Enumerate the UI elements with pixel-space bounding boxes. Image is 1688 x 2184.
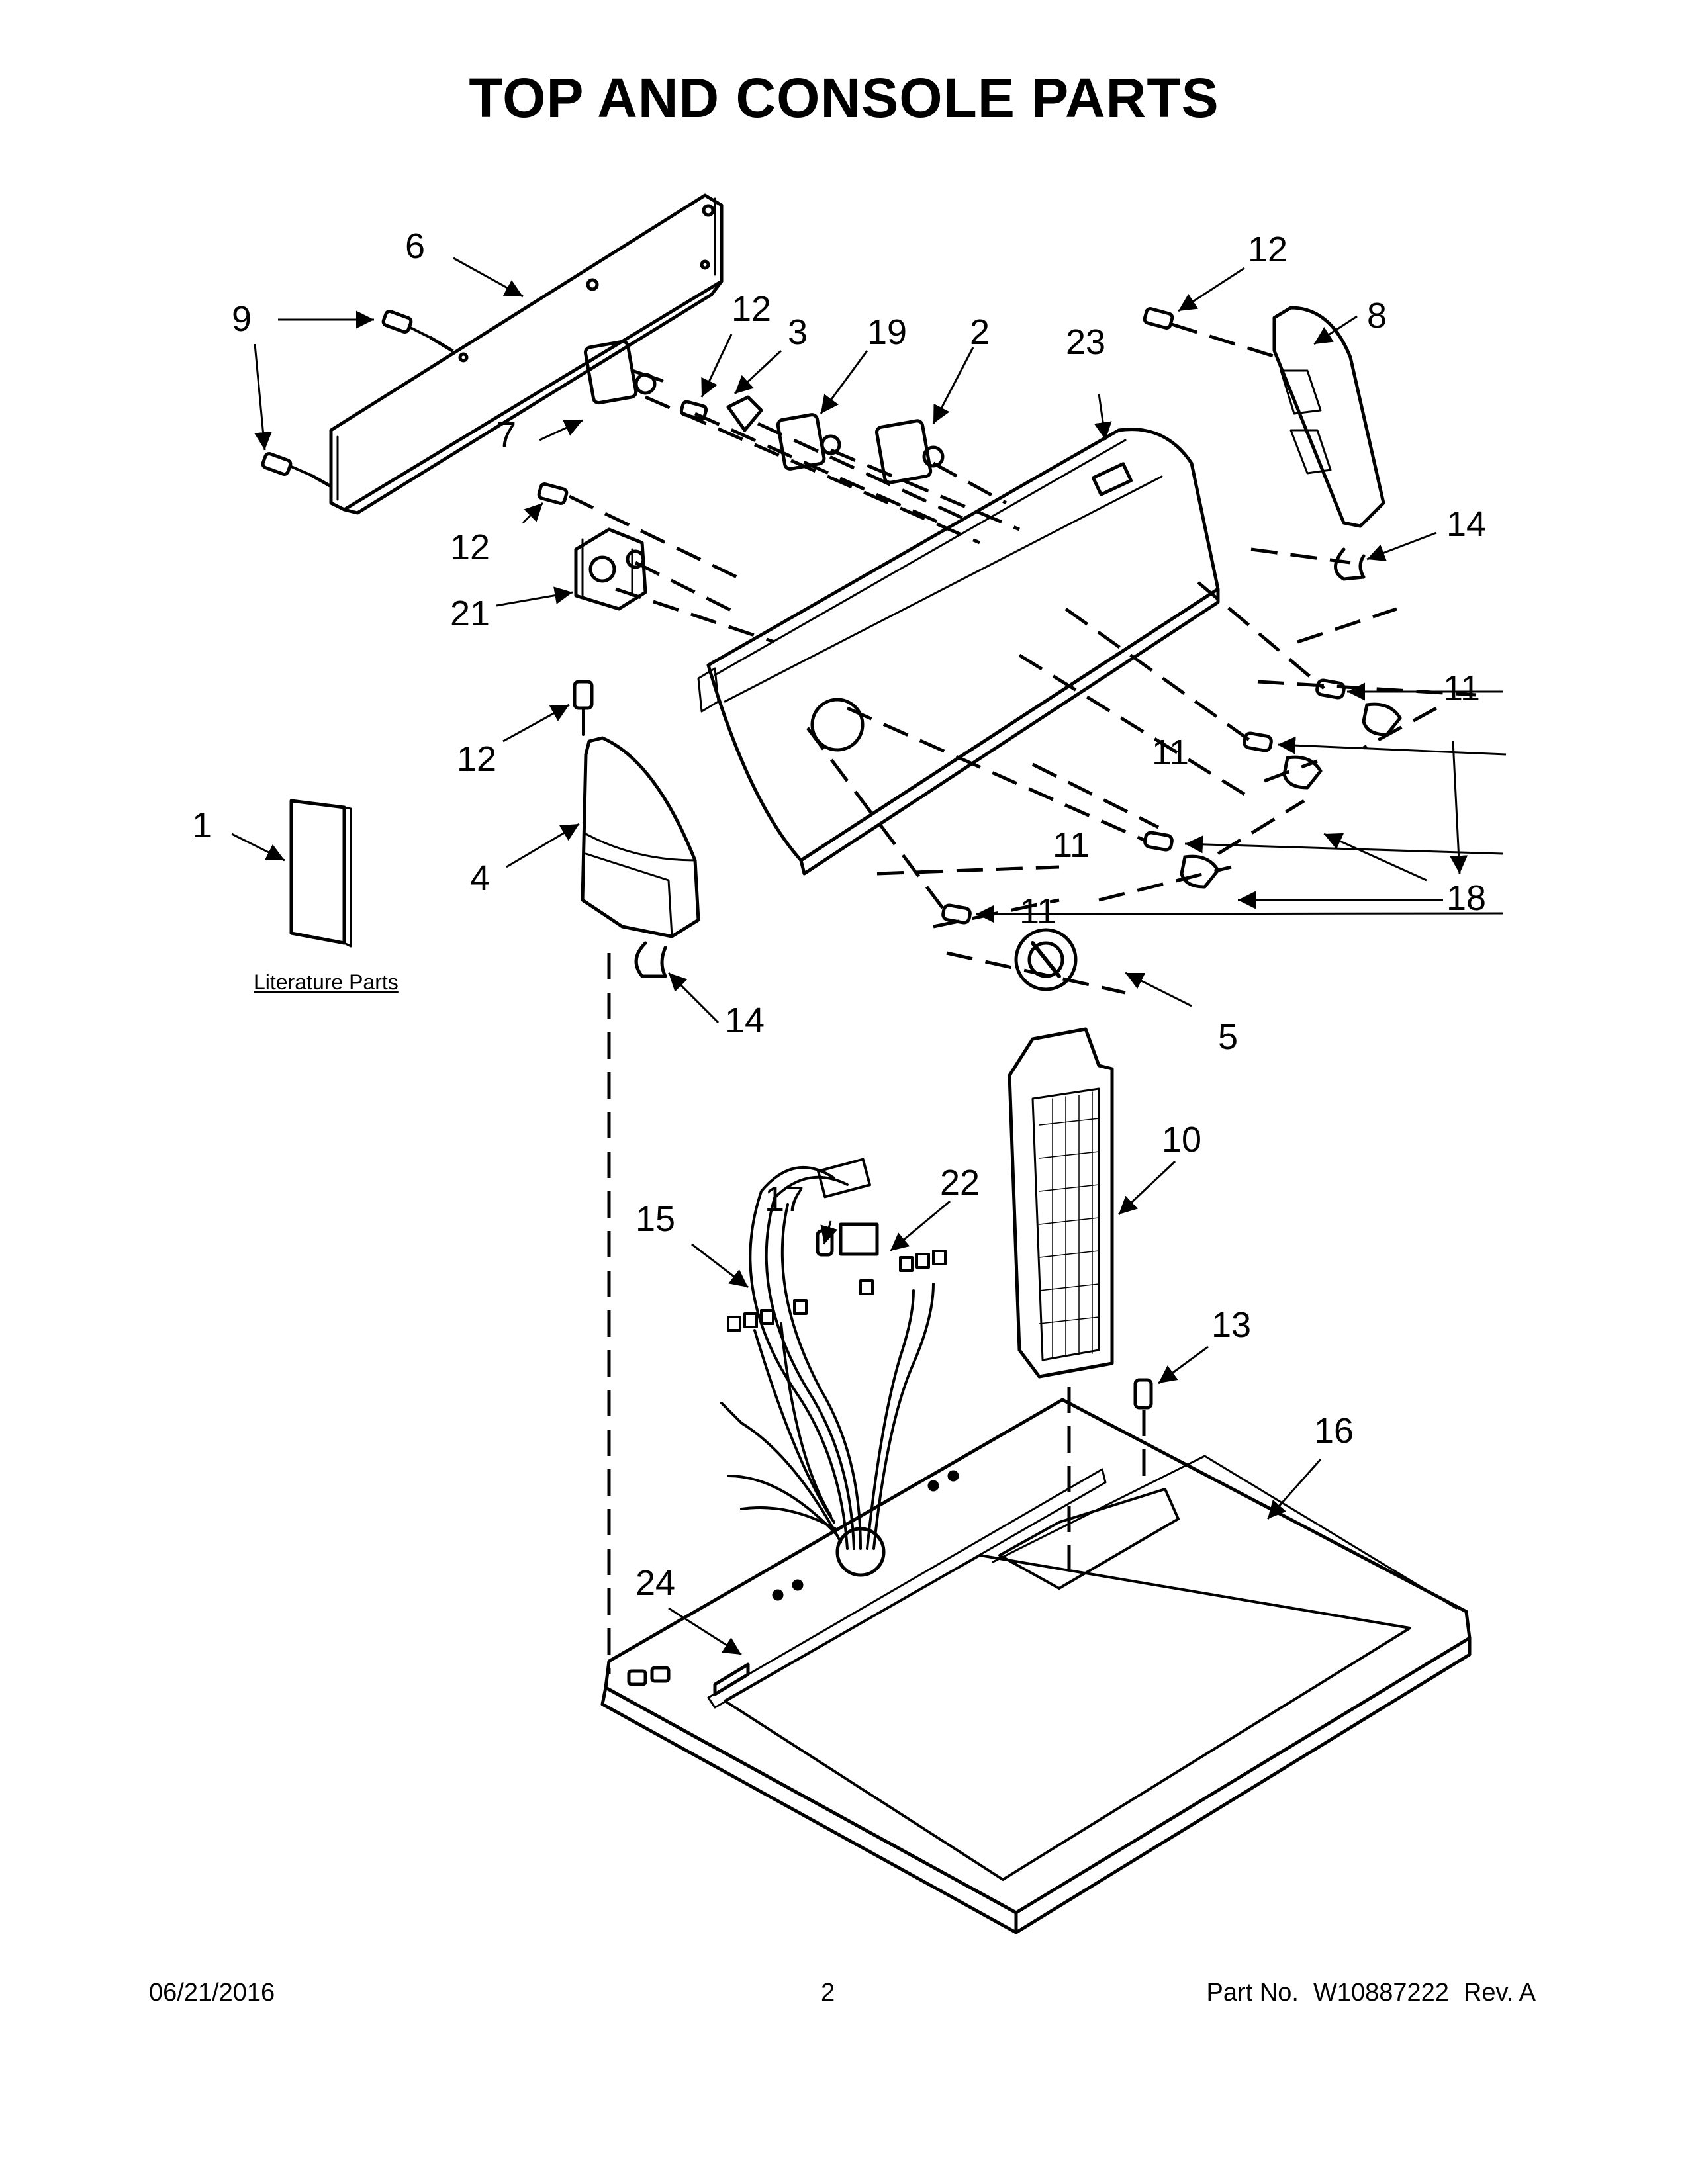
callout-22: 22: [940, 1163, 980, 1203]
screw-13: [1133, 1378, 1153, 1410]
callout-4: 4: [470, 858, 490, 898]
clip-14-right: [1334, 547, 1366, 581]
callout-6: 6: [405, 226, 425, 266]
screw-9-upper: [381, 310, 432, 339]
callout-16: 16: [1314, 1411, 1354, 1451]
callout-18: 18: [1446, 878, 1486, 918]
callout-17: 17: [765, 1179, 804, 1219]
strip-24: [713, 1662, 750, 1696]
revision: Rev. A: [1463, 1979, 1536, 2007]
knob-spring-11-a: [1315, 678, 1346, 700]
end-cap-left-4: [581, 736, 700, 938]
callout-labels: 6 9 12 3 19 2 23 12 8 14 7 12 21 12 1 4 …: [192, 226, 1486, 1603]
callout-23: 23: [1066, 322, 1105, 362]
callout-12: 12: [450, 527, 490, 567]
callout-11: 11: [1152, 733, 1189, 772]
footer-date: 06/21/2016: [149, 1979, 275, 2007]
callout-11: 11: [1019, 891, 1056, 931]
wire-harness-15: [720, 1158, 947, 1550]
screw-12-d: [573, 680, 594, 736]
knob-18-b: [1282, 755, 1323, 790]
callout-13: 13: [1211, 1305, 1251, 1345]
callout-21: 21: [450, 594, 490, 633]
callout-9: 9: [232, 299, 252, 339]
callout-24: 24: [635, 1563, 675, 1603]
callout-14: 14: [1446, 504, 1486, 544]
footer-page-number: 2: [821, 1979, 835, 2007]
callout-12: 12: [1248, 230, 1288, 269]
literature-parts-label: Literature Parts: [254, 970, 399, 994]
top-panel-16: [600, 1398, 1472, 1934]
callout-3: 3: [788, 312, 808, 352]
switch-19: [776, 413, 841, 471]
callout-11: 11: [1053, 825, 1090, 865]
knob-spring-11-b: [1243, 731, 1273, 752]
clip-3: [726, 395, 763, 432]
timer-21: [574, 527, 647, 611]
rear-console-panel: [329, 193, 724, 515]
page-title: TOP AND CONSOLE PARTS: [469, 67, 1219, 129]
screw-12-c: [1143, 307, 1174, 330]
part-label: Part No.: [1206, 1979, 1299, 2007]
screw-12-b: [537, 482, 569, 505]
callout-10: 10: [1162, 1120, 1201, 1160]
callout-8: 8: [1367, 296, 1387, 336]
switch-7: [583, 340, 664, 405]
callout-12: 12: [731, 289, 771, 329]
footer-part-number: Part No. W10887222 Rev. A: [1192, 1979, 1536, 2007]
bracket-22: [839, 1222, 879, 1256]
knob-18-c: [1180, 854, 1220, 889]
callout-12: 12: [457, 739, 496, 779]
callout-1: 1: [192, 805, 212, 845]
callout-7: 7: [496, 415, 516, 455]
callout-11: 11: [1443, 668, 1480, 708]
callout-2: 2: [970, 312, 990, 352]
end-cap-right-8: [1272, 306, 1385, 528]
callout-19: 19: [867, 312, 907, 352]
knob-spring-11-c: [1143, 831, 1174, 852]
alignment-lines: [310, 322, 1477, 1674]
part-number: W10887222: [1313, 1979, 1449, 2007]
callout-14: 14: [725, 1001, 765, 1040]
switch-2: [875, 419, 945, 484]
clip-14-left: [634, 941, 667, 978]
leader-arrows: [231, 257, 1507, 1656]
screw-9-lower: [261, 452, 312, 477]
callout-5: 5: [1218, 1017, 1238, 1057]
console-panel-23: [697, 428, 1220, 876]
callout-15: 15: [635, 1199, 675, 1239]
lint-screen-10: [1008, 1027, 1114, 1379]
literature-book-1: [289, 799, 352, 948]
